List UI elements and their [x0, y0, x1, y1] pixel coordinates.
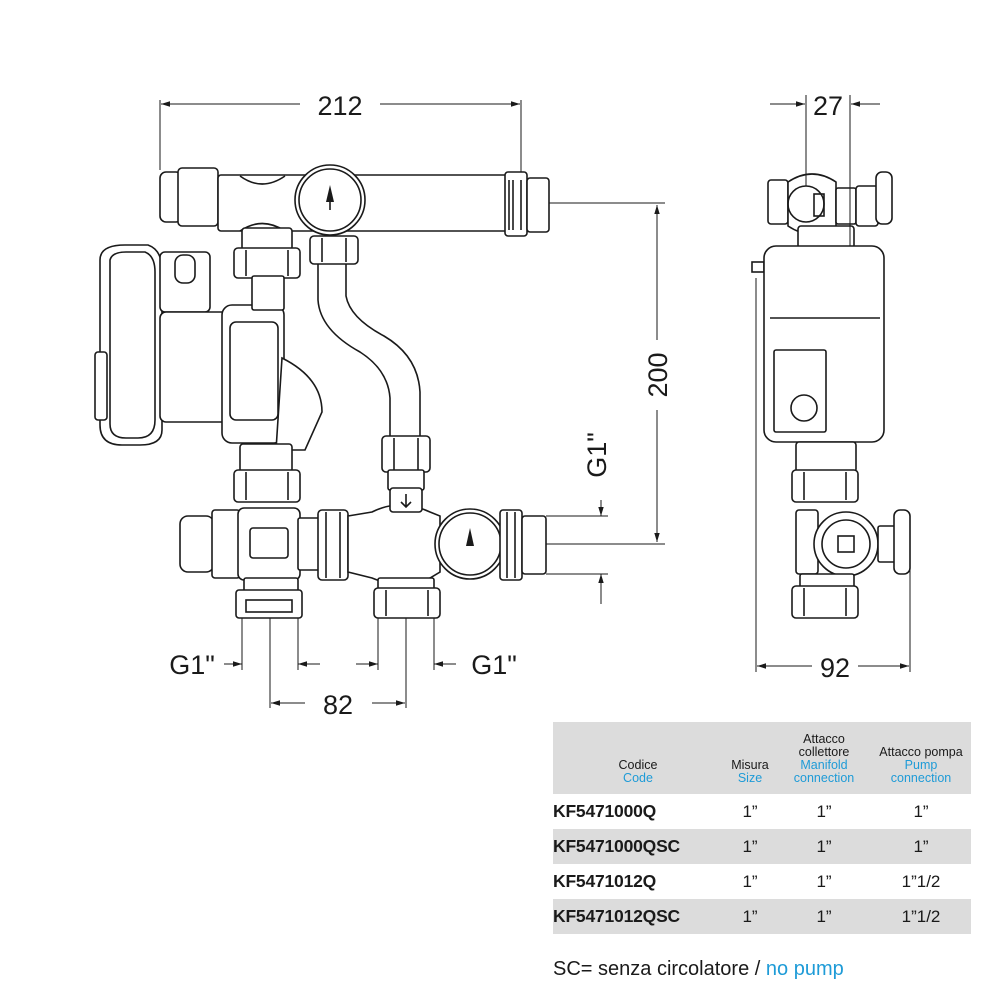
cell-size: 1” [742, 871, 758, 891]
cell-pump: 1” [913, 801, 929, 821]
table-row: KF5471000Q 1” 1” 1” [553, 794, 971, 829]
cell-code: KF5471000QSC [553, 829, 723, 864]
side-view: 92 27 [751, 91, 911, 683]
top-pressure-gauge [294, 164, 366, 236]
cell-manifold: 1” [816, 871, 832, 891]
top-nut-right [309, 235, 359, 265]
table-row: KF5471012QSC 1” 1” 1”1/2 [553, 899, 971, 934]
cell-code: KF5471012QSC [553, 899, 723, 934]
cell-pump: 1” [871, 829, 971, 864]
cell-manifold: 1” [816, 801, 832, 821]
cell-size: 1” [723, 829, 777, 864]
footnote-prefix: SC= [553, 958, 593, 980]
table-row: KF5471000QSC 1” 1” 1” [553, 829, 971, 864]
dim-82: 82 [323, 690, 353, 720]
cell-pump: 1”1/2 [871, 899, 971, 934]
front-view: 212 200 G1" G1" G1" 82 [94, 91, 673, 720]
dim-92: 92 [820, 653, 850, 683]
dim-27: 27 [813, 91, 843, 121]
cell-code: KF5471012Q [553, 871, 657, 891]
dim-g1-right: G1" [471, 650, 517, 680]
bottom-valve-body [179, 487, 547, 585]
header-code: Codice Code [553, 722, 723, 794]
header-size: Misura Size [723, 722, 777, 794]
header-pump: Attacco pompa Pump connection [871, 722, 971, 794]
footnote: SC= senza circolatore / no pump [553, 958, 844, 981]
dim-200: 200 [643, 352, 673, 397]
top-nut-left [241, 227, 293, 251]
cell-manifold: 1” [777, 829, 871, 864]
circulator-pump [94, 244, 323, 451]
cell-code: KF5471000Q [553, 801, 657, 821]
specification-table: Codice Code Misura Size Attacco colletto… [553, 722, 971, 934]
dim-212: 212 [317, 91, 362, 121]
header-manifold: Attacco collettore Manifold connection [777, 722, 871, 794]
cell-size: 1” [723, 899, 777, 934]
table-header-row: Codice Code Misura Size Attacco colletto… [553, 722, 971, 794]
table-row: KF5471012Q 1” 1” 1”1/2 [553, 864, 971, 899]
technical-drawing: 212 200 G1" G1" G1" 82 [94, 91, 911, 720]
cell-pump: 1”1/2 [901, 871, 941, 891]
cell-manifold: 1” [777, 899, 871, 934]
footnote-english: no pump [765, 958, 844, 980]
return-pipe [317, 264, 391, 436]
dim-g1-left: G1" [169, 650, 215, 680]
cell-size: 1” [742, 801, 758, 821]
footnote-italian: senza circolatore / [592, 958, 766, 980]
dim-g1-vertical: G1" [582, 432, 612, 478]
